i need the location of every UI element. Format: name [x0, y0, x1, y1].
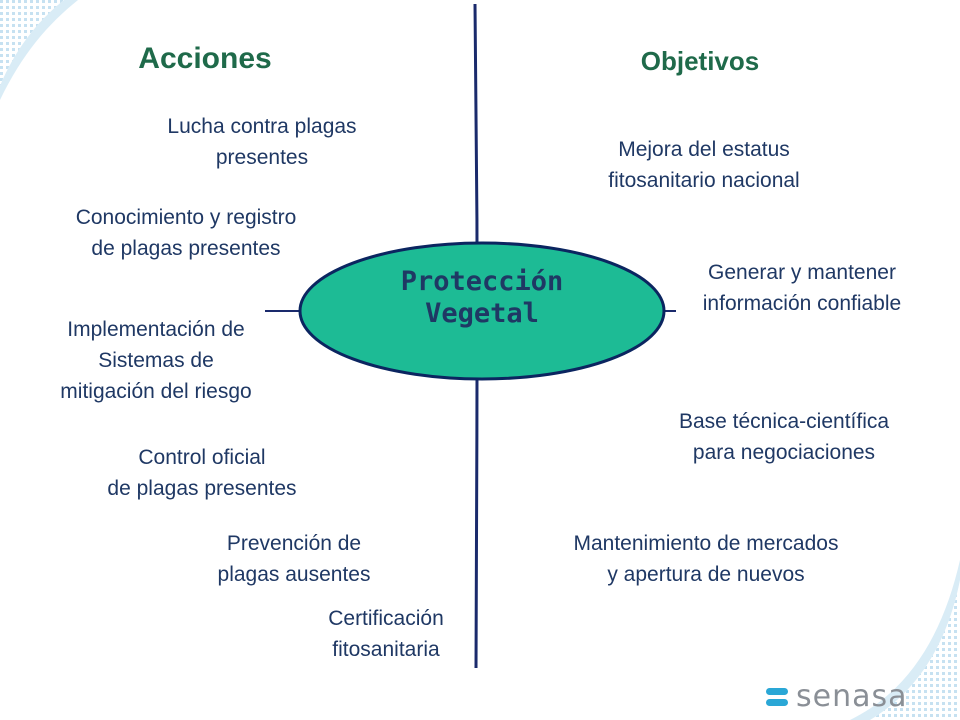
accion-item: Implementación de Sistemas de mitigación… — [60, 318, 252, 403]
senasa-logo: senasa — [764, 680, 908, 714]
header-acciones: Acciones — [138, 42, 272, 75]
accion-item: Prevención de plagas ausentes — [217, 532, 371, 586]
accion-item: Control oficial de plagas presentes — [107, 446, 297, 500]
senasa-logo-text: senasa — [796, 679, 908, 714]
center-ellipse — [298, 241, 666, 381]
accion-item: Conocimiento y registro de plagas presen… — [75, 206, 297, 260]
corner-pattern-top-left — [0, 0, 64, 86]
center-label: Protección Vegetal — [400, 266, 564, 329]
accion-item: Certificación fitosanitaria — [328, 607, 444, 661]
accion-item: Lucha contra plagas presentes — [167, 115, 357, 169]
objetivo-item: Mantenimiento de mercados y apertura de … — [573, 532, 839, 586]
vertical-divider-lower — [474, 374, 479, 669]
objetivo-item: Generar y mantener información confiable — [702, 261, 902, 315]
corner-swoosh-bottom-right — [850, 560, 960, 720]
header-objetivos: Objetivos — [640, 46, 760, 76]
objetivo-item: Mejora del estatus fitosanitario naciona… — [608, 138, 800, 192]
senasa-logo-icon — [766, 688, 788, 706]
vertical-divider — [473, 3, 479, 251]
corner-pattern-bottom-right — [870, 580, 960, 720]
objetivo-item: Base técnica-científica para negociacion… — [678, 410, 890, 464]
